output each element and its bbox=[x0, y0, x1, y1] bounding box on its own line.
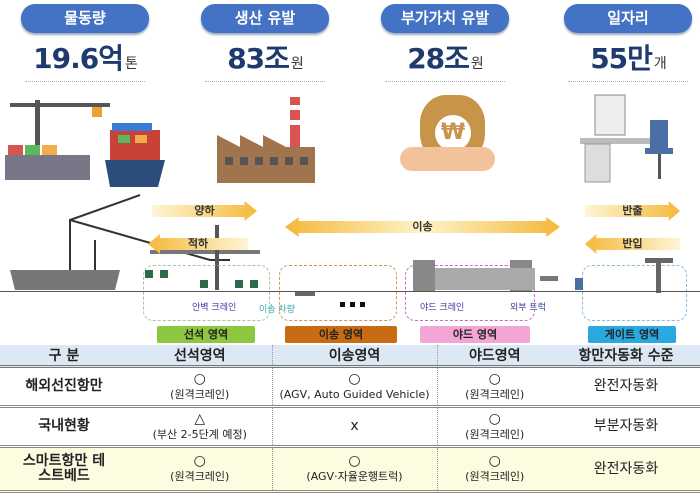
automation-level: 완전자동화 bbox=[552, 366, 700, 408]
external-truck-label: 외부 트럭 bbox=[510, 303, 546, 313]
table-row: 국내현황 △(부산 2-5단계 예정) x ○(원격크레인) 부분자동화 bbox=[0, 406, 700, 448]
row-name: 해외선진항만 bbox=[0, 366, 128, 408]
gate-zone bbox=[582, 265, 687, 321]
divider bbox=[25, 81, 145, 82]
yard-zone bbox=[405, 265, 535, 321]
zone-tag-berth: 선석 영역 bbox=[157, 326, 255, 343]
divider bbox=[205, 81, 325, 82]
gate-icon bbox=[645, 258, 673, 293]
zone-tag-gate: 게이트 영역 bbox=[588, 326, 676, 343]
transfer-zone bbox=[279, 265, 397, 321]
won-symbol: ₩ bbox=[435, 115, 471, 151]
cell: ○(원격크레인) bbox=[436, 406, 552, 448]
transfer-vehicle-icon bbox=[295, 292, 365, 307]
header-category: 구 분 bbox=[0, 345, 128, 368]
stat-label: 생산 유발 bbox=[201, 4, 329, 33]
automation-level: 부분자동화 bbox=[552, 406, 700, 448]
stat-value: 28조 bbox=[407, 42, 470, 75]
header-level: 항만자동화 수준 bbox=[552, 345, 700, 368]
automation-level: 완전자동화 bbox=[552, 446, 700, 493]
header-berth: 선석영역 bbox=[128, 345, 272, 368]
ground-line bbox=[0, 291, 700, 292]
cell: x bbox=[271, 406, 437, 448]
berth-zone bbox=[143, 265, 270, 321]
yard-crane-icon bbox=[413, 260, 583, 292]
zone-tag-yard: 야드 영역 bbox=[420, 326, 530, 343]
stat-label: 물동량 bbox=[21, 4, 149, 33]
flow-out-arrow: 반출 bbox=[585, 201, 680, 221]
automation-comparison-table: 구 분 선석영역 이송영역 야드영역 항만자동화 수준 해외선진항만 ○(원격크… bbox=[0, 345, 700, 493]
stat-value: 19.6억 bbox=[33, 42, 124, 75]
cell: ○(원격크레인) bbox=[128, 446, 272, 493]
zone-tag-transfer: 이송 영역 bbox=[285, 326, 397, 343]
cell: △(부산 2-5단계 예정) bbox=[128, 406, 272, 448]
stat-label: 일자리 bbox=[564, 4, 692, 33]
cell: ○(원격크레인) bbox=[128, 366, 272, 408]
header-yard: 야드영역 bbox=[436, 345, 552, 368]
money-bag-icon: ₩ bbox=[400, 85, 500, 185]
stat-value: 55만 bbox=[590, 42, 653, 75]
office-desk-icon bbox=[580, 94, 673, 183]
factory-icon bbox=[217, 97, 315, 183]
table-row: 해외선진항만 ○(원격크레인) ○(AGV, Auto Guided Vehic… bbox=[0, 366, 700, 408]
stat-label: 부가가치 유발 bbox=[381, 4, 509, 33]
flow-in-arrow: 반입 bbox=[585, 234, 680, 254]
cell: ○(AGV, Auto Guided Vehicle) bbox=[271, 366, 437, 408]
stat-unit: 톤 bbox=[124, 56, 138, 72]
stat-value: 83조 bbox=[227, 42, 290, 75]
yard-crane-label: 야드 크레인 bbox=[420, 303, 465, 313]
transfer-vehicle-label: 이송 차량 bbox=[259, 305, 295, 315]
divider bbox=[385, 81, 505, 82]
row-name: 국내현황 bbox=[0, 406, 128, 448]
stat-unit: 원 bbox=[290, 56, 304, 72]
flow-unload-arrow: 양하 bbox=[152, 201, 257, 221]
flow-transfer-arrow: 이송 bbox=[285, 217, 560, 237]
row-name: 스마트항만 테스트베드 bbox=[0, 446, 128, 493]
table-header-row: 구 분 선석영역 이송영역 야드영역 항만자동화 수준 bbox=[0, 345, 700, 368]
stat-unit: 개 bbox=[653, 56, 667, 72]
header-transfer: 이송영역 bbox=[271, 345, 437, 368]
divider bbox=[568, 81, 688, 82]
cell: ○(원격크레인) bbox=[436, 366, 552, 408]
table-row: 스마트항만 테스트베드 ○(원격크레인) ○(AGV·자율운행트럭) ○(원격크… bbox=[0, 446, 700, 493]
quay-crane-label: 안벽 크레인 bbox=[192, 303, 237, 313]
cell: ○(AGV·자율운행트럭) bbox=[271, 446, 437, 493]
stat-unit: 원 bbox=[470, 56, 484, 72]
flow-load-arrow: 적하 bbox=[148, 234, 248, 254]
port-crane-ship-icon bbox=[5, 100, 165, 187]
cell: ○(원격크레인) bbox=[436, 446, 552, 493]
